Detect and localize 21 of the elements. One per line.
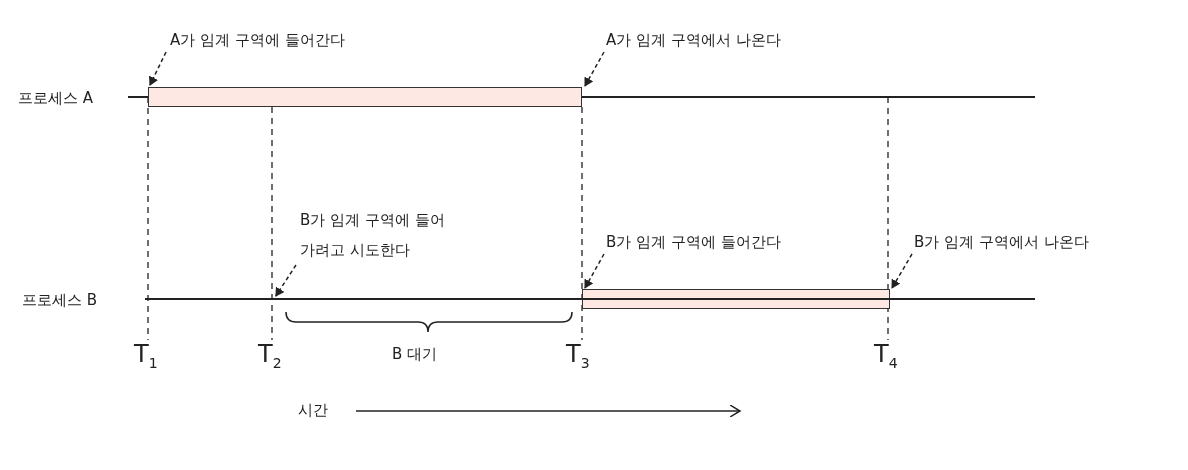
leader-arrow — [149, 51, 167, 86]
time-label: T$_{1}$ — [134, 342, 158, 373]
critical-section-bar — [148, 87, 582, 107]
time-label: T$_{4}$ — [874, 342, 898, 373]
timeline — [145, 298, 1035, 300]
leader-arrow — [275, 264, 297, 297]
critical-section-bar — [582, 289, 890, 309]
leader-arrow — [891, 253, 913, 289]
annotation-text: B가 임계 구역에 들어가려고 시도한다 — [300, 205, 450, 265]
leader-arrow — [584, 253, 605, 289]
annotation-text: B가 임계 구역에서 나온다 — [914, 230, 1089, 254]
time-label: T$_{2}$ — [258, 342, 282, 373]
annotation-text: B가 임계 구역에 들어간다 — [606, 230, 781, 254]
leader-arrow — [584, 51, 605, 87]
wait-label: B 대기 — [392, 344, 438, 365]
annotation-text: A가 임계 구역에 들어간다 — [170, 28, 345, 52]
annotation-text: A가 임계 구역에서 나온다 — [606, 28, 781, 52]
row-label: 프로세스 B — [22, 290, 98, 311]
axis-label: 시간 — [298, 400, 328, 421]
row-label: 프로세스 A — [18, 88, 94, 109]
time-label: T$_{3}$ — [566, 342, 590, 373]
